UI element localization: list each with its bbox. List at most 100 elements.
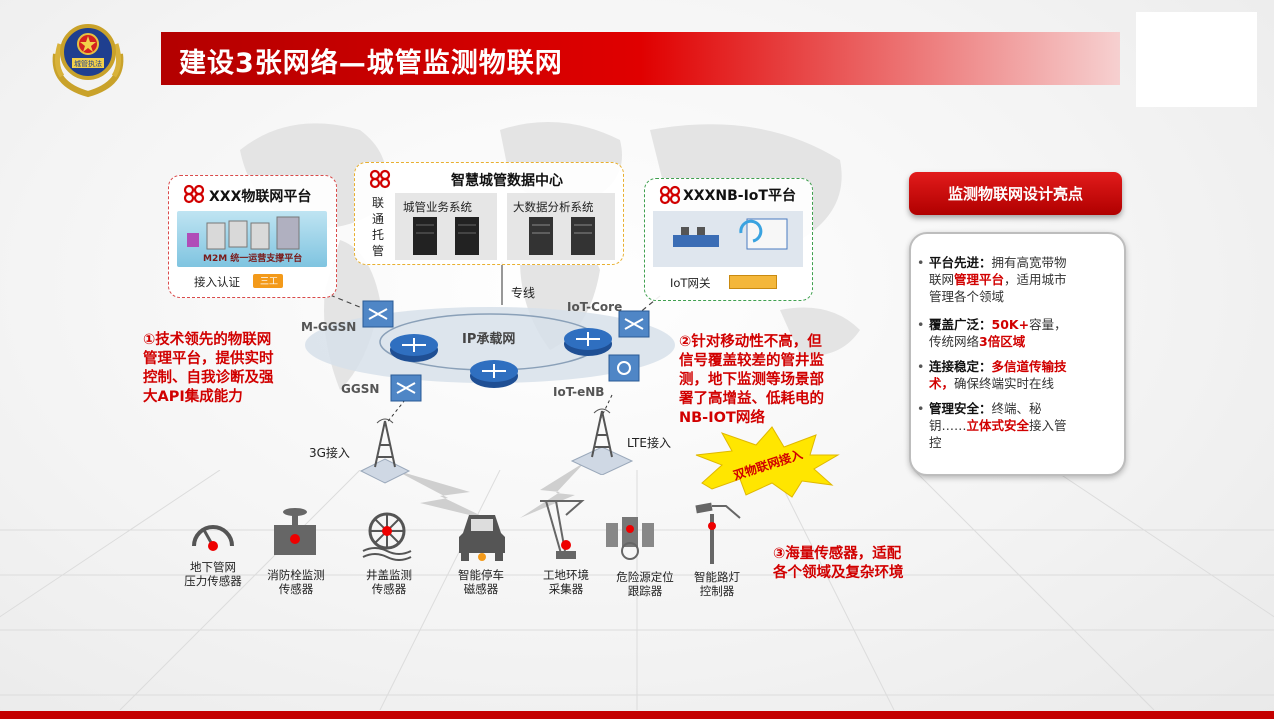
highlights-header: 监测物联网设计亮点 [909,172,1122,215]
unicom-logo-icon [183,184,205,204]
highlight-emphasis: 管理平台 [954,272,1005,287]
highlight-emphasis: 50K+ [991,317,1030,332]
pressure-gauge-icon [192,525,234,551]
ggsn-switch-icon [390,374,422,402]
nbiot-platform-image [653,211,803,267]
unicom-logo-icon [369,169,391,189]
lte-access-label: LTE接入 [627,436,671,450]
sensor-label-pressure: 地下管网压力传感器 [173,560,253,588]
3g-tower-icon [359,418,411,484]
server-rack-icon [413,217,479,255]
note-line: 各个领域及复杂环境 [773,565,904,581]
data-center-title: 智慧城管数据中心 [451,173,563,189]
note-line: 测，地下监测等场景部 [679,372,824,388]
router-icon [470,360,518,388]
bigdata-system-label: 大数据分析系统 [513,200,594,214]
manhole-wheel-icon [362,512,412,561]
highlight-text: 联网 [929,272,955,287]
m2m-banner: M2M 统一运营支撑平台 [203,254,303,264]
note-platform: ①技术领先的物联网 管理平台，提供实时 控制、自我诊断及强 大API集成能力 [143,331,274,407]
data-center-panel: 智慧城管数据中心 联 通 托 管 城管业务系统 大数据分析系统 [354,162,624,265]
dual-iot-burst: 双物联网接入 [695,426,840,498]
highlight-text: 传统网络 [929,334,980,349]
highlight-coverage: 覆盖广泛：50K+容量，传统网络3倍区域 [917,316,1117,350]
highlight-text: 确保终端实时在线 [954,376,1055,391]
sensor-label-line: 工地环境 [543,568,589,582]
sensor-label-line: 传感器 [278,582,314,596]
title-bar: 建设3张网络—城管监测物联网 [161,32,1120,85]
business-system-label: 城管业务系统 [403,200,472,214]
nbiot-platform-panel: XXXNB-IoT平台 IoT网关 [644,178,813,301]
highlight-text: 钥…… [929,418,967,433]
sensor-label-site: 工地环境采集器 [526,568,606,596]
nbiot-platform-title: XXXNB-IoT平台 [683,188,796,204]
iot-enb-icon [608,354,640,382]
highlight-text: 控 [929,435,942,450]
sensor-label-line: 智能停车 [458,568,504,582]
mggsn-label: M-GGSN [301,320,357,334]
highlight-emphasis: 3倍区域 [979,334,1026,349]
auth-label: 接入认证 [194,275,240,289]
hazard-source-icon [606,517,654,560]
iot-enb-label: IoT-eNB [553,385,605,399]
highlight-text: 终端、秘 [991,401,1042,416]
note-line: ②针对移动性不高，但 [679,334,822,350]
highlight-text: 容量， [1029,317,1067,332]
sensor-label-hazard: 危险源定位跟踪器 [605,570,685,598]
highlight-text: 接入管 [1029,418,1067,433]
highlight-text: 管理各个领域 [929,289,1005,304]
dedicated-line-label: 专线 [511,286,536,300]
router-icon [564,328,612,356]
sensor-label-line: 压力传感器 [184,574,242,588]
ip-network-label: IP承载网 [462,332,516,347]
highlight-label: 连接稳定： [929,359,992,374]
sensor-label-line: 磁感器 [463,582,499,596]
m2m-platform-image: M2M 统一运营支撑平台 [177,211,327,267]
hosting-char: 托 [372,228,385,242]
logo-placeholder [1136,12,1257,107]
page-title: 建设3张网络—城管监测物联网 [179,48,563,79]
note-line: 控制、自我诊断及强 [143,370,274,386]
note-line: 管理平台，提供实时 [143,351,274,367]
sensor-label-line: 传感器 [371,582,407,596]
highlights-header-text: 监测物联网设计亮点 [947,185,1083,203]
highlight-emphasis: 立体式安全 [966,418,1030,433]
gateway-label: IoT网关 [670,276,711,290]
sensor-label-parking: 智能停车磁感器 [441,568,521,596]
emblem-text: 城管执法 [74,59,102,68]
streetlight-icon [695,502,741,564]
gateway-device-icon [729,275,777,289]
note-line: NB-IOT网络 [679,410,765,426]
bottom-bar [0,711,1274,719]
sensor-label-line: 智能路灯 [694,570,740,584]
sensor-label-line: 井盖监测 [366,568,412,582]
iot-platform-title: XXX物联网平台 [209,189,312,205]
hosting-char: 管 [372,244,385,258]
devices-icon [673,218,788,250]
sensor-label-line: 控制器 [699,584,735,598]
note-line: ①技术领先的物联网 [143,332,272,348]
note-line: 大API集成能力 [143,389,243,405]
iot-core-label: IoT-Core [567,300,623,314]
business-system-box: 城管业务系统 [395,193,497,260]
mggsn-switch-icon [362,300,394,328]
note-sensors: ③海量传感器，适配 各个领域及复杂环境 [773,545,904,583]
unicom-logo-icon [659,185,681,205]
sensor-label-line: 消防栓监测 [267,568,325,582]
hydrant-valve-icon [274,508,316,555]
sensor-label-hydrant: 消防栓监测传感器 [256,568,336,596]
construction-crane-icon [540,500,585,559]
note-nbiot: ②针对移动性不高，但 信号覆盖较差的管井监 测，地下监测等场景部 署了高增益、低… [679,333,824,428]
highlight-text: 拥有高宽带物 [991,255,1067,270]
emblem-icon: 城管执法 [52,24,124,98]
highlight-label: 管理安全： [929,401,992,416]
note-line: 署了高增益、低耗电的 [679,391,824,407]
bigdata-system-box: 大数据分析系统 [507,193,615,260]
highlight-label: 平台先进： [929,255,992,270]
highlight-emphasis: 术， [929,376,955,391]
router-icon [390,334,438,362]
hosting-label: 联 通 托 管 [372,195,386,259]
